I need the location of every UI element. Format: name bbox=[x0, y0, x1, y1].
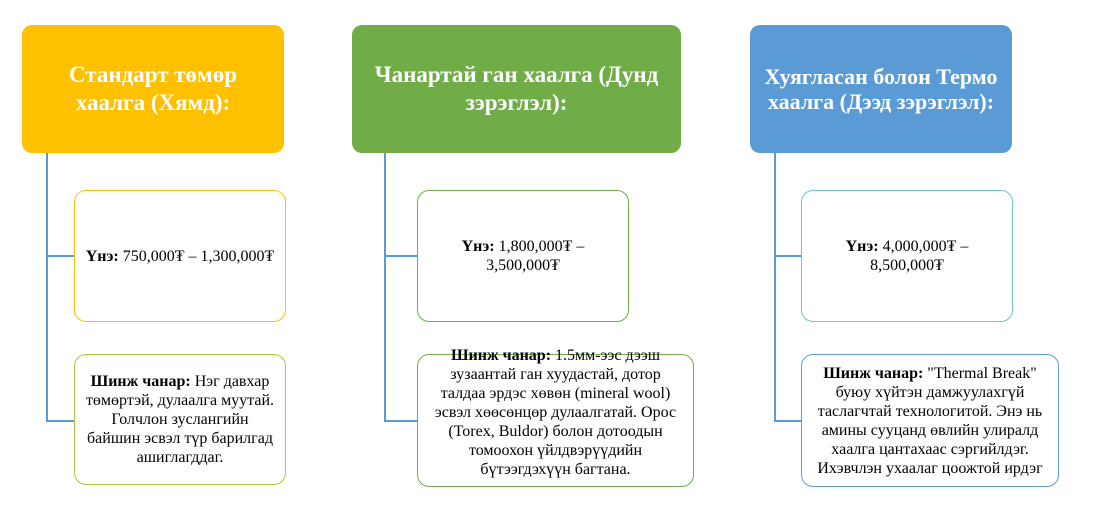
price-label: Үнэ: bbox=[461, 238, 495, 255]
header-armored-thermo-door: Хуягласан болон Термо хаалга (Дээд зэрэг… bbox=[750, 25, 1012, 153]
connector bbox=[46, 153, 48, 421]
connector bbox=[384, 153, 386, 421]
price-label: Үнэ: bbox=[85, 247, 119, 265]
feature-text: "Thermal Break" буюу хүйтэн дамжуулахгүй… bbox=[817, 364, 1043, 477]
feature-box: Шинж чанар: "Thermal Break" буюу хүйтэн … bbox=[801, 354, 1059, 487]
header-standard-door: Стандарт төмөр хаалга (Хямд): bbox=[22, 25, 284, 153]
feature-box: Шинж чанар: Нэг давхар төмөртэй, дулаалг… bbox=[74, 354, 286, 485]
connector bbox=[46, 420, 74, 422]
price-box: Үнэ: 750,000₮ – 1,300,000₮ bbox=[74, 190, 286, 322]
connector bbox=[774, 255, 801, 257]
price-value: 750,000₮ – 1,300,000₮ bbox=[122, 247, 275, 265]
connector bbox=[384, 420, 417, 422]
price-box: Үнэ: 1,800,000₮ – 3,500,000₮ bbox=[417, 190, 629, 322]
feature-text: Нэг давхар төмөртэй, дулаалга муутай. Го… bbox=[85, 373, 275, 466]
feature-box: Шинж чанар: 1.5мм-ээс дээш зузаантай ган… bbox=[417, 347, 694, 487]
feature-text: 1.5мм-ээс дээш зузаантай ган хуудастай, … bbox=[434, 347, 677, 478]
connector bbox=[774, 420, 801, 422]
price-box: Үнэ: 4,000,000₮ – 8,500,000₮ bbox=[801, 190, 1013, 322]
feature-label: Шинж чанар: bbox=[450, 347, 552, 364]
connector bbox=[46, 255, 74, 257]
price-value: 1,800,000₮ – 3,500,000₮ bbox=[486, 238, 585, 274]
price-value: 4,000,000₮ – 8,500,000₮ bbox=[870, 238, 969, 274]
connector bbox=[774, 153, 776, 421]
connector bbox=[384, 255, 417, 257]
price-label: Үнэ: bbox=[845, 238, 879, 255]
header-quality-steel-door: Чанартай ган хаалга (Дунд зэрэглэл): bbox=[352, 25, 681, 153]
feature-label: Шинж чанар: bbox=[90, 373, 191, 390]
feature-label: Шинж чанар: bbox=[823, 364, 924, 382]
